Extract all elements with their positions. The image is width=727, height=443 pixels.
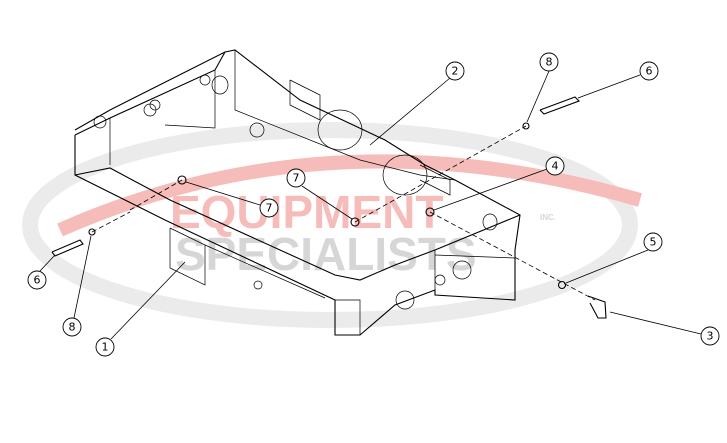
svg-text:8: 8 — [546, 56, 553, 69]
svg-text:7: 7 — [266, 202, 273, 215]
nut-4 — [425, 207, 435, 217]
svg-text:6: 6 — [34, 274, 41, 287]
hardware — [51, 96, 607, 319]
frame-assembly — [74, 49, 521, 336]
callout-2: 2 — [445, 61, 465, 81]
equipment-specialists-watermark: EQUIPMENT SPECIALISTS INC. — [22, 122, 642, 328]
callout-4: 4 — [545, 156, 565, 176]
washer-5 — [557, 280, 567, 290]
svg-text:1: 1 — [102, 341, 109, 354]
callout-8: 8 — [539, 52, 559, 72]
svg-text:3: 3 — [707, 330, 714, 343]
callout-7: 7 — [259, 198, 279, 218]
callout-5: 5 — [643, 232, 663, 252]
callout-7: 7 — [286, 168, 306, 188]
svg-text:2: 2 — [452, 65, 459, 78]
nut-7 — [177, 175, 187, 185]
callout-3: 3 — [700, 326, 720, 346]
svg-text:5: 5 — [650, 236, 657, 249]
callout-8: 8 — [62, 317, 82, 337]
svg-text:EQUIPMENT: EQUIPMENT — [170, 186, 443, 238]
washer-8 — [88, 228, 96, 236]
callout-6: 6 — [639, 61, 659, 81]
callout-1: 1 — [95, 337, 115, 357]
callout-6: 6 — [27, 270, 47, 290]
svg-text:8: 8 — [69, 321, 76, 334]
svg-text:4: 4 — [552, 160, 559, 173]
nut-7 — [350, 217, 360, 227]
bolt-6 — [51, 239, 84, 257]
washer-8 — [522, 122, 530, 130]
bolt-6 — [539, 96, 580, 115]
bolt-3 — [587, 295, 607, 319]
leader-lines — [39, 70, 702, 340]
svg-text:INC.: INC. — [540, 213, 556, 222]
svg-text:6: 6 — [646, 65, 653, 78]
svg-text:SPECIALISTS: SPECIALISTS — [175, 228, 477, 280]
svg-text:7: 7 — [293, 172, 300, 185]
